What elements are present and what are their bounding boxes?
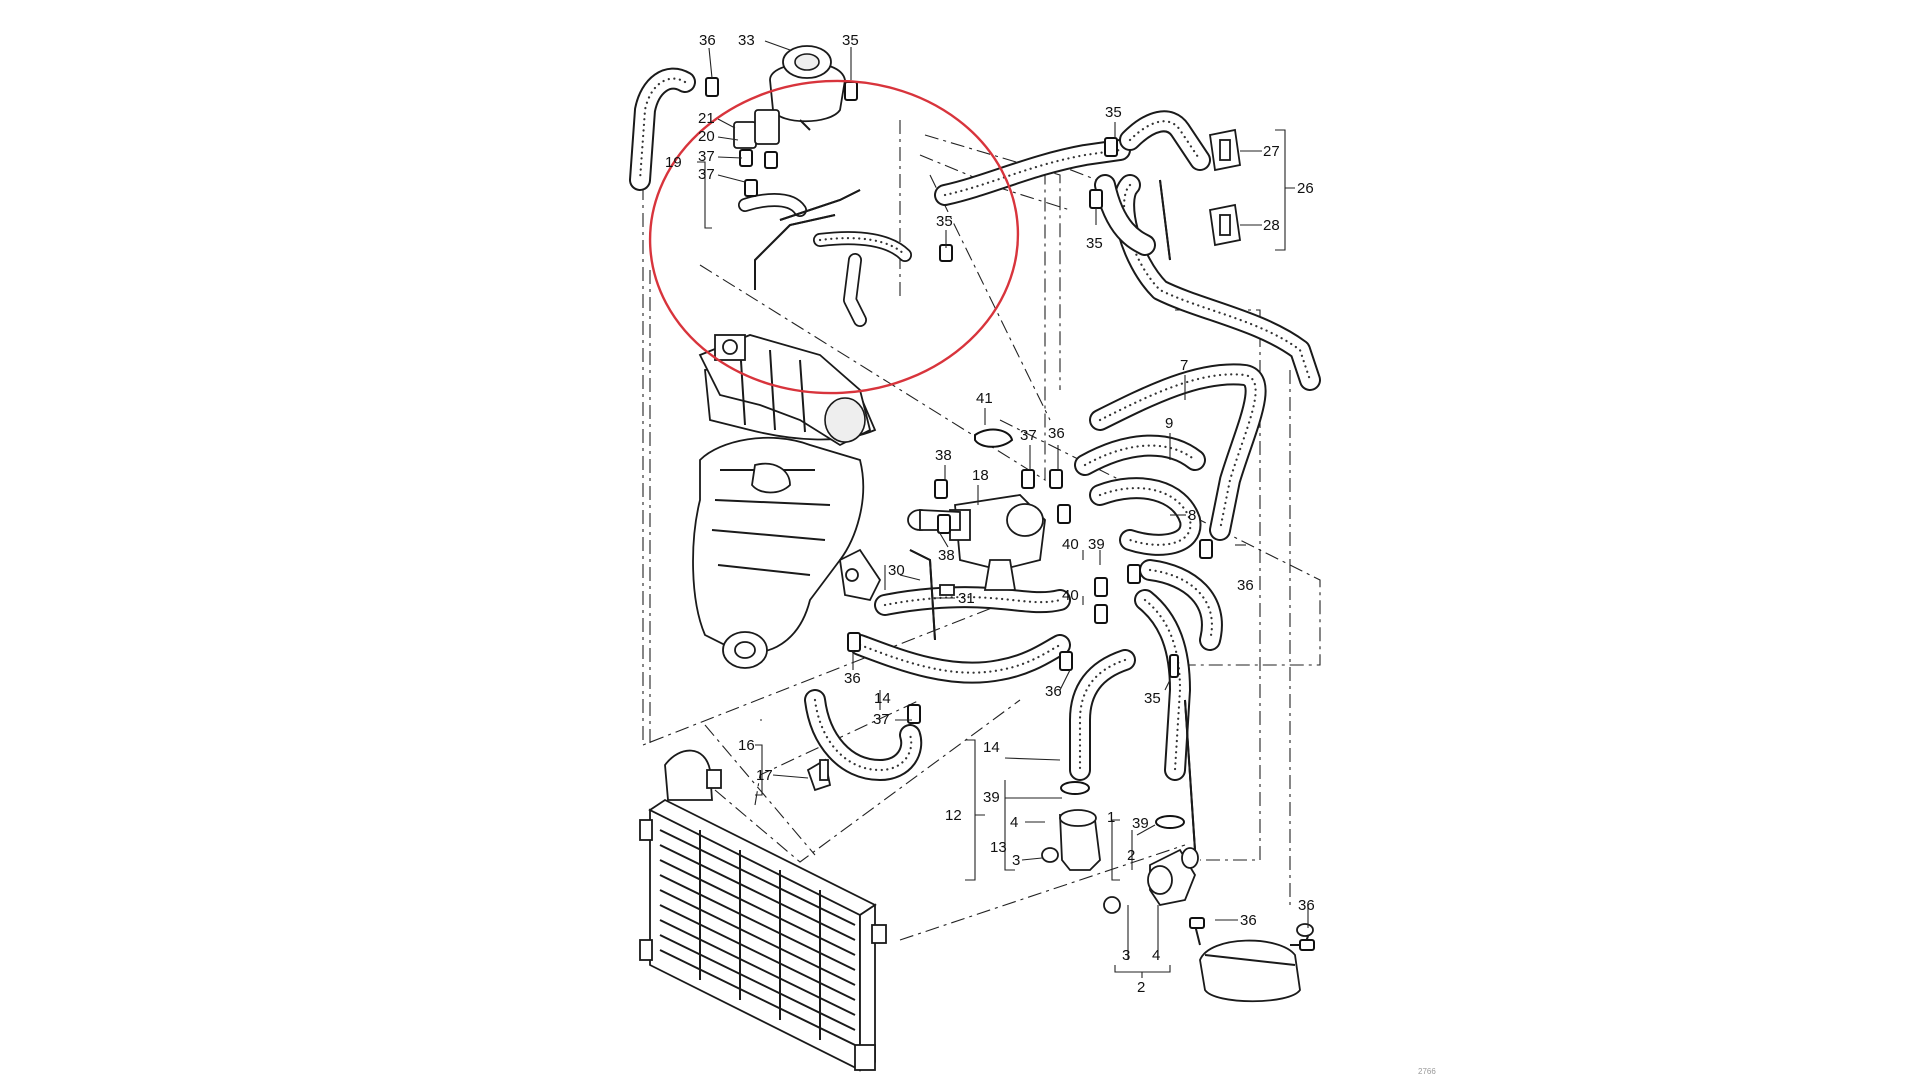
part-label: 26 <box>1297 180 1314 197</box>
part-label: 3 <box>1122 947 1130 964</box>
part-label: 3 <box>1012 852 1020 869</box>
part-label: 35 <box>1105 104 1122 121</box>
part-label: 36 <box>844 670 861 687</box>
part-label: 28 <box>1263 217 1280 234</box>
part-label: 40 <box>1062 587 1079 604</box>
part-label: 18 <box>972 467 989 484</box>
part-label: 20 <box>698 128 715 145</box>
part-label: 1 <box>1107 809 1115 826</box>
part-label: 36 <box>1237 577 1254 594</box>
part-label: 16 <box>738 737 755 754</box>
part-label: 17 <box>756 767 773 784</box>
hose-clips-27-28 <box>1208 128 1242 247</box>
part-label: 9 <box>1165 415 1173 432</box>
part-label: 27 <box>1263 143 1280 160</box>
oil-cooler <box>1193 919 1314 1003</box>
metal-pipes <box>754 179 1196 851</box>
part-label: 4 <box>1152 947 1160 964</box>
part-label: 37 <box>698 166 715 183</box>
radiator <box>639 749 887 1072</box>
highlight-circle <box>648 79 1020 395</box>
part-label: 19 <box>665 154 682 171</box>
part-label: 14 <box>874 690 891 707</box>
bracket-30 <box>839 548 955 602</box>
part-label: 12 <box>945 807 962 824</box>
part-label: 35 <box>842 32 859 49</box>
part-label: 37 <box>1020 427 1037 444</box>
leader-lines <box>697 40 1309 978</box>
part-label: 30 <box>888 562 905 579</box>
part-label: 40 <box>1062 536 1079 553</box>
caps-20-21 <box>733 109 780 149</box>
hose-clamps <box>705 77 1315 951</box>
part-label: 36 <box>699 32 716 49</box>
part-label: 39 <box>1132 815 1149 832</box>
part-label: 8 <box>1188 507 1196 524</box>
part-label: 39 <box>1088 536 1105 553</box>
part-label: 36 <box>1298 897 1315 914</box>
part-label: 35 <box>936 213 953 230</box>
connector-17 <box>806 758 832 792</box>
part-label: 36 <box>1240 912 1257 929</box>
part-label: 33 <box>738 32 755 49</box>
part-label: 36 <box>1045 683 1062 700</box>
part-label: 37 <box>698 148 715 165</box>
part-label: 36 <box>1048 425 1065 442</box>
part-label: 13 <box>990 839 1007 856</box>
part-label: 35 <box>1086 235 1103 252</box>
part-label: 37 <box>873 711 890 728</box>
watermark: 2766 <box>1418 1067 1436 1076</box>
engine-block <box>692 334 877 669</box>
part-label: 35 <box>1144 690 1161 707</box>
part-label: 41 <box>976 390 993 407</box>
part-label: 14 <box>983 739 1000 756</box>
part-label: 38 <box>938 547 955 564</box>
part-label: 38 <box>935 447 952 464</box>
expansion-tank <box>769 45 846 131</box>
part-label: 21 <box>698 110 715 127</box>
coolant-hoses <box>629 67 1321 781</box>
elbow-fittings <box>1041 809 1199 914</box>
part-label: 2 <box>1137 979 1145 996</box>
part-label: 7 <box>1180 357 1188 374</box>
part-label: 31 <box>958 590 975 607</box>
part-label: 2 <box>1127 847 1135 864</box>
part-label: 39 <box>983 789 1000 806</box>
part-label: 4 <box>1010 814 1018 831</box>
part-labels: 36 33 35 21 20 37 19 37 35 35 35 27 26 2… <box>665 32 1436 1076</box>
coolant-flange-18 <box>907 494 1046 591</box>
